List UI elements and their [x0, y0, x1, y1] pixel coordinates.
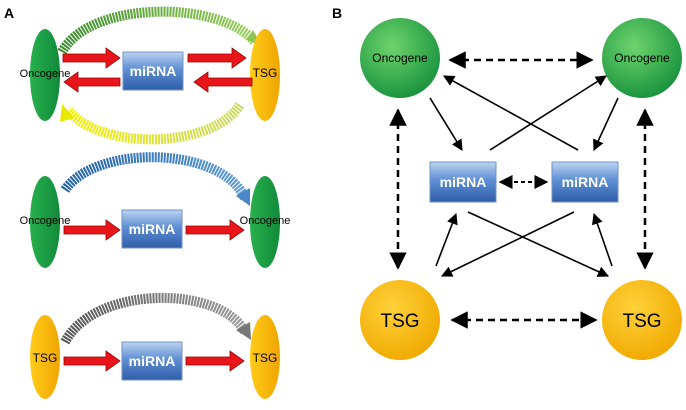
oncogene-node-top-right	[602, 18, 682, 98]
mirna-label: miRNA	[129, 221, 176, 237]
arrow-mirna-l-to-tsg-br	[467, 211, 610, 277]
panel-b-label: B	[332, 5, 342, 21]
oncogene-node-right	[250, 176, 280, 268]
mirna-box-right	[551, 161, 619, 203]
red-arrow-2	[185, 219, 245, 241]
oncogene-node-left	[30, 176, 60, 268]
tsg-node-bottom-right	[602, 280, 682, 360]
tsg-label-left: TSG	[33, 351, 58, 365]
arc-blue	[60, 152, 250, 201]
tsg-node-left	[30, 315, 60, 399]
mirna-box	[121, 209, 183, 249]
tsg-label-bottom-right: TSG	[622, 311, 661, 332]
tsg-label: TSG	[253, 66, 278, 80]
arrow-mirna-r-to-onc-tl	[443, 75, 579, 151]
tsg-label-right: TSG	[253, 351, 278, 365]
mirna-label: miRNA	[130, 63, 177, 79]
panel-b: Oncogene Oncogene miRNA miRNA TSG TSG	[360, 18, 682, 360]
oncogene-label-top-left: Oncogene	[372, 51, 428, 65]
arc-gray-head	[236, 322, 251, 340]
mirna-label-right: miRNA	[562, 174, 609, 190]
tsg-node-right	[250, 315, 280, 399]
red-arrow-left-1	[193, 71, 253, 93]
mirna-box	[121, 341, 183, 381]
tsg-node-bottom-left	[360, 280, 440, 360]
oncogene-label-top-right: Oncogene	[614, 51, 670, 65]
red-arrow-left-2	[63, 71, 121, 93]
panel-a-row-3: miRNA TSG TSG	[30, 293, 280, 399]
arc-bottom-head	[60, 104, 74, 122]
oncogene-node-top-left	[360, 18, 440, 98]
arrow-mirna-l-to-onc-tr	[489, 75, 607, 151]
red-arrow-1	[63, 350, 121, 372]
panel-a-row-1: miRNA Oncogene TSG	[20, 6, 280, 145]
red-arrow-2	[185, 350, 245, 372]
mirna-label-left: miRNA	[440, 174, 487, 190]
red-arrow-right-2	[187, 47, 247, 69]
tsg-label-bottom-left: TSG	[380, 311, 419, 332]
tsg-node	[250, 29, 280, 121]
arc-blue-head	[236, 188, 250, 206]
red-arrow-1	[63, 219, 121, 241]
arc-bottom-yellow	[64, 101, 245, 145]
arc-gray	[60, 293, 250, 345]
arrow-tsg-br-to-mirna-r	[592, 212, 613, 267]
arrow-tsg-bl-to-mirna-l	[435, 212, 458, 267]
arrow-mirna-r-to-tsg-bl	[440, 211, 575, 277]
oncogene-node	[30, 29, 60, 121]
arc-top-green	[57, 6, 259, 55]
mirna-box-left	[429, 161, 497, 203]
panel-a-row-2: miRNA Oncogene Oncogene	[20, 152, 291, 268]
oncogene-label: Oncogene	[20, 68, 71, 80]
panel-a-label: A	[4, 5, 14, 21]
arrow-onc-tl-to-mirna-l	[429, 97, 463, 151]
oncogene-label-left: Oncogene	[20, 215, 71, 227]
mirna-label: miRNA	[129, 353, 176, 369]
mirna-box	[122, 51, 184, 91]
oncogene-label-right: Oncogene	[240, 215, 291, 227]
red-arrow-right-1	[62, 47, 121, 69]
arrow-onc-tr-to-mirna-r	[593, 97, 619, 152]
